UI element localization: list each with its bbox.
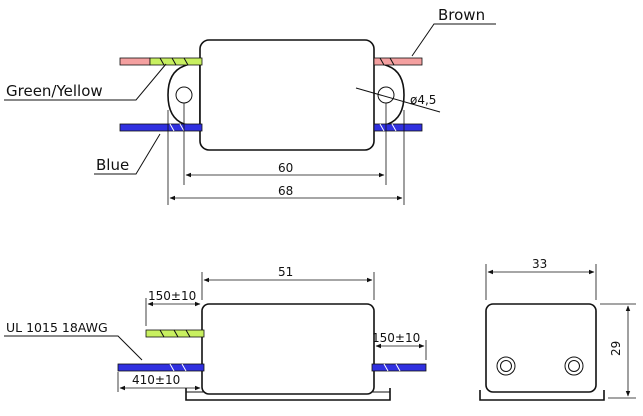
dim-68-text: 68 (278, 184, 293, 198)
dimension-60: 60 (183, 103, 387, 185)
filter-body-top (199, 39, 375, 151)
label-green-yellow: Green/Yellow (6, 82, 103, 100)
end-terminal-right-inner (568, 360, 580, 372)
dim-29-text: 29 (609, 341, 623, 356)
left-mounting-flange (167, 58, 201, 130)
hole-diameter-leader (355, 87, 441, 113)
label-hole-diameter: ø4,5 (410, 93, 436, 107)
dimension-68: 68 (167, 110, 405, 205)
end-terminal-left-outer (496, 356, 516, 376)
left-green-yellow-wire (119, 57, 203, 66)
side-left-blue-wire (117, 363, 205, 372)
end-view: 33 29 (479, 257, 636, 401)
filter-body-end (485, 303, 597, 393)
dim-60-text: 60 (278, 161, 293, 175)
brown-leader (411, 23, 496, 57)
filter-body-side (201, 303, 375, 395)
label-brown: Brown (438, 6, 485, 24)
dimension-lead-left-top: 150±10 (145, 289, 201, 326)
end-base-plate (479, 390, 605, 401)
right-mounting-flange (371, 58, 405, 130)
side-base-plate (185, 388, 391, 401)
dim-51-text: 51 (278, 265, 293, 279)
end-terminal-left-inner (500, 360, 512, 372)
side-right-blue-wire (371, 363, 427, 372)
blue-leader (94, 133, 161, 175)
dimension-29: 29 (600, 303, 636, 399)
dimension-lead-right: 150±10 (372, 331, 427, 360)
top-view: Brown Green/Yellow Blue ø4,5 60 68 (4, 6, 496, 205)
label-blue: Blue (96, 156, 129, 174)
end-terminal-right-outer (564, 356, 584, 376)
dimension-51: 51 (201, 265, 375, 300)
dim-33-text: 33 (532, 257, 547, 271)
dimension-lead-left-bottom: 410±10 (117, 372, 201, 392)
side-view: 51 150±10 150±10 410±10 UL 1015 18AWG (4, 265, 427, 401)
label-wire-spec: UL 1015 18AWG (6, 320, 108, 335)
right-blue-wire (373, 123, 423, 132)
dimension-33: 33 (485, 257, 597, 300)
right-brown-wire (373, 57, 423, 66)
wire-spec-leader (4, 335, 143, 361)
lead-right-text: 150±10 (372, 331, 420, 345)
left-blue-wire (119, 123, 203, 132)
lead-left-bottom-text: 410±10 (132, 373, 180, 387)
side-left-green-wire (145, 329, 205, 338)
green-yellow-leader (4, 63, 167, 101)
lead-left-top-text: 150±10 (148, 289, 196, 303)
